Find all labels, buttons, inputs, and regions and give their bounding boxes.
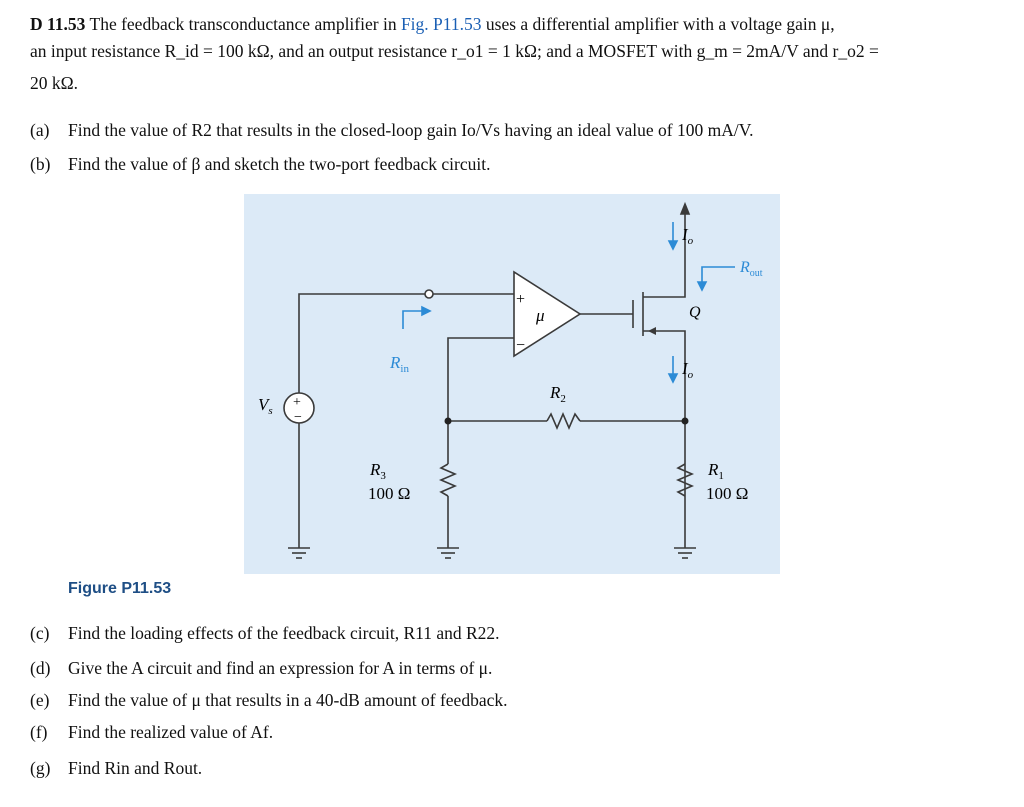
vs-plus-sign: + — [293, 395, 301, 410]
part-text: Find Rin and Rout. — [68, 758, 203, 778]
io-top-label: Io — [681, 225, 694, 247]
figure-caption: Figure P11.53 — [68, 580, 172, 597]
part-e: (e) Find the value of μ that results in a… — [30, 689, 507, 711]
r1-resistor — [675, 463, 695, 497]
io-top-arrowhead-icon — [667, 240, 679, 251]
part-f: (f) Find the realized value of Af. — [30, 721, 273, 743]
mosfet-drain — [643, 214, 686, 298]
minus-input-wire — [447, 337, 514, 421]
problem-line-2: an input resistance R_id = 100 kΩ, and a… — [30, 40, 879, 62]
problem-line-1: D 11.53 The feedback transconductance am… — [30, 13, 835, 35]
part-label: (b) — [30, 154, 51, 174]
rin-arrowhead-icon — [421, 305, 432, 317]
r3-label: R3 — [369, 460, 386, 482]
mosfet-source — [643, 330, 686, 548]
rout-arrow-icon — [701, 266, 735, 284]
figure-background — [244, 194, 780, 574]
part-label: (c) — [30, 623, 50, 643]
plus-sign: + — [516, 291, 525, 308]
r2-label: R2 — [549, 383, 566, 405]
part-label: (e) — [30, 690, 50, 710]
part-label: (f) — [30, 722, 48, 742]
figure-reference-link[interactable]: Fig. P11.53 — [400, 14, 482, 34]
input-terminal — [424, 289, 434, 299]
rin-arrow-icon — [402, 310, 424, 329]
problem-line-3: 20 kΩ. — [30, 72, 78, 94]
problem-line2-text: an input resistance R_id = 100 kΩ, and a… — [30, 41, 879, 61]
part-label: (a) — [30, 120, 50, 140]
part-text: Find the value of R2 that results in the… — [68, 120, 754, 140]
q-label: Q — [689, 304, 701, 321]
part-text: Find the loading effects of the feedback… — [68, 623, 500, 643]
vs-label: Vs — [258, 395, 273, 417]
junction-node-right — [681, 417, 689, 425]
part-text: Give the A circuit and find an expressio… — [68, 658, 493, 678]
junction-node-left — [444, 417, 452, 425]
vs-input-wire — [298, 293, 425, 393]
diff-amp-triangle — [513, 270, 582, 358]
minus-sign: − — [516, 337, 525, 354]
mu-label: μ — [535, 306, 545, 325]
r1-value: 100 Ω — [706, 484, 748, 503]
part-d: (d) Give the A circuit and find an expres… — [30, 657, 492, 679]
part-c: (c) Find the loading effects of the feedb… — [30, 622, 500, 644]
vs-minus-sign: − — [294, 410, 302, 425]
rout-arrowhead-icon — [696, 281, 708, 292]
part-text: Find the realized value of Af. — [68, 722, 274, 742]
part-b: (b) Find the value of β and sketch the tw… — [30, 153, 490, 175]
rin-label: Rin — [389, 353, 409, 375]
mosfet-source-arrow — [648, 327, 656, 335]
problem-line3-text: 20 kΩ. — [30, 73, 79, 93]
part-text: Find the value of μ that results in a 40… — [68, 690, 508, 710]
part-a: (a) Find the value of R2 that results in … — [30, 119, 753, 141]
problem-number: D 11.53 — [30, 14, 86, 34]
circuit-figure: + − μ + − Vs Rin R2 R3 100 Ω R1 100 Ω Q … — [244, 194, 780, 574]
r3-value: 100 Ω — [368, 484, 410, 503]
r2-resistor — [546, 411, 581, 431]
problem-line1-rest: uses a differential amplifier with a vol… — [485, 14, 835, 34]
problem-lead-text: The feedback transconductance amplifier … — [89, 14, 397, 34]
part-text: Find the value of β and sketch the two-p… — [68, 154, 491, 174]
part-label: (g) — [30, 758, 51, 778]
supply-arrow — [679, 201, 691, 215]
io-bottom-arrowhead-icon — [667, 373, 679, 384]
io-bottom-label: Io — [681, 359, 694, 381]
part-label: (d) — [30, 658, 51, 678]
part-g: (g) Find Rin and Rout. — [30, 757, 202, 779]
r1-label: R1 — [707, 460, 724, 482]
rout-label: Rout — [739, 259, 763, 279]
r3-resistor — [438, 463, 458, 497]
